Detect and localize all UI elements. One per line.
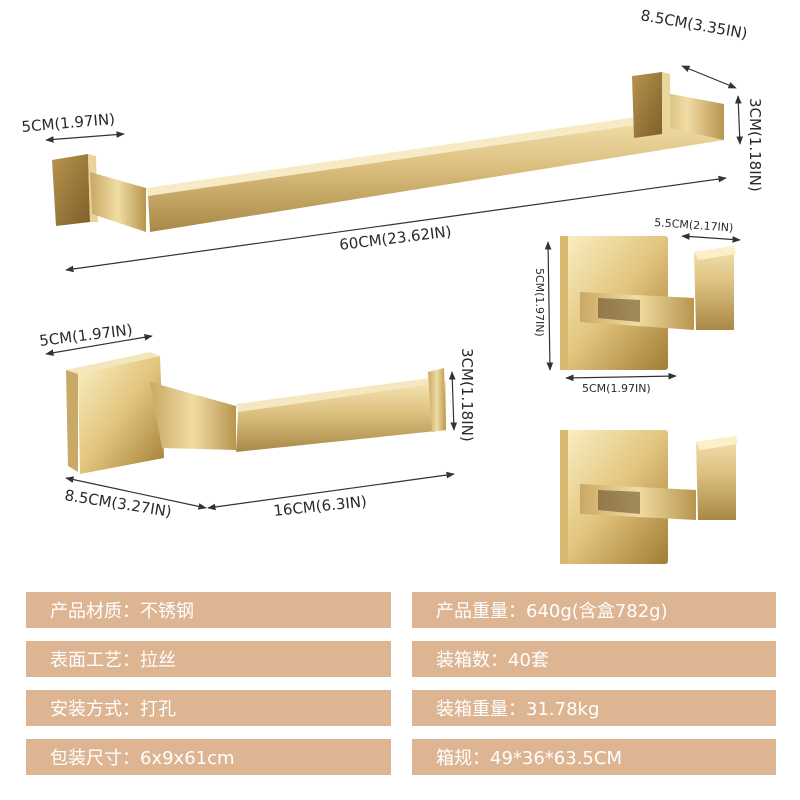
robe-hook	[560, 430, 738, 564]
towel-bar-height-label: 3CM(1.18IN)	[746, 98, 764, 192]
spec-installation: 安装方式：打孔	[26, 690, 391, 726]
spec-carton-qty: 装箱数：40套	[412, 641, 776, 677]
paper-holder-dimensions	[45, 333, 458, 511]
towel-bar-left-arm	[90, 172, 146, 232]
paper-holder	[66, 352, 446, 474]
towel-bar-rail	[146, 106, 724, 196]
paper-holder-base-label: 5CM(1.97IN)	[38, 321, 133, 350]
paper-holder-height-label: 3CM(1.18IN)	[458, 348, 476, 442]
towel-bar-right-base	[632, 72, 662, 138]
robe-hook-depth-label: 5.5CM(2.17IN)	[654, 216, 734, 234]
robe-hook-dimensioned	[560, 236, 736, 370]
paper-holder-rod	[236, 378, 446, 412]
spec-row: 安装方式：打孔 装箱重量：31.78kg	[26, 690, 776, 726]
spec-carton-size: 箱规：49*36*63.5CM	[412, 739, 776, 775]
towel-bar-base-label: 5CM(1.97IN)	[21, 110, 116, 136]
towel-bar	[52, 72, 724, 232]
towel-bar-left-base	[52, 154, 90, 226]
spec-row: 表面工艺：拉丝 装箱数：40套	[26, 641, 776, 677]
robe-hook-width-label: 5CM(1.97IN)	[582, 382, 651, 395]
paper-holder-base	[66, 352, 160, 374]
robe-hook-height-label: 5CM(1.97IN)	[533, 268, 546, 337]
spec-finish: 表面工艺：拉丝	[26, 641, 391, 677]
paper-holder-arm	[150, 382, 236, 450]
spec-package-size: 包装尺寸：6x9x61cm	[26, 739, 391, 775]
towel-bar-dimensions	[45, 65, 744, 273]
spec-table: 产品材质：不锈钢 产品重量：640g(含盒782g) 表面工艺：拉丝 装箱数：4…	[26, 592, 776, 788]
spec-row: 产品材质：不锈钢 产品重量：640g(含盒782g)	[26, 592, 776, 628]
towel-bar-depth-label: 8.5CM(3.35IN)	[639, 6, 749, 42]
robe-hook-dimensions	[544, 233, 741, 382]
spec-weight: 产品重量：640g(含盒782g)	[412, 592, 776, 628]
spec-carton-weight: 装箱重量：31.78kg	[412, 690, 776, 726]
paper-holder-depth-label: 8.5CM(3.27IN)	[63, 486, 173, 521]
spec-material: 产品材质：不锈钢	[26, 592, 391, 628]
towel-bar-length-label: 60CM(23.62IN)	[338, 222, 452, 254]
spec-row: 包装尺寸：6x9x61cm 箱规：49*36*63.5CM	[26, 739, 776, 775]
paper-holder-length-label: 16CM(6.3IN)	[273, 492, 368, 520]
